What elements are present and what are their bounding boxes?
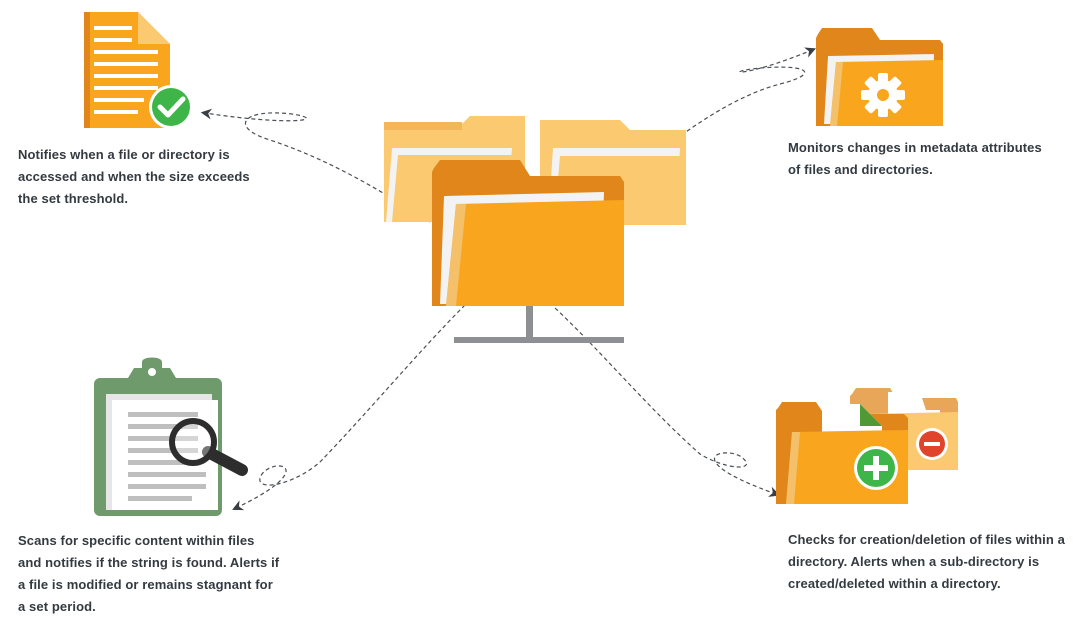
connector-bottom-right (554, 307, 781, 497)
clipboard-search-icon (94, 357, 248, 516)
file-checkmark-icon (84, 12, 193, 129)
network-folders-icon (384, 116, 686, 343)
caption-create-delete: Checks for creation/deletion of files wi… (788, 532, 1065, 591)
caption-content-scan: Scans for specific content within files … (18, 533, 280, 614)
connector-top-left (200, 108, 431, 223)
folder-gear-icon (816, 28, 943, 126)
connector-bottom-left (232, 304, 466, 511)
caption-file-access: Notifies when a file or directory is acc… (18, 147, 250, 206)
folder-add-remove-icon (776, 388, 958, 504)
caption-metadata: Monitors changes in metadata attributes … (788, 140, 1042, 177)
